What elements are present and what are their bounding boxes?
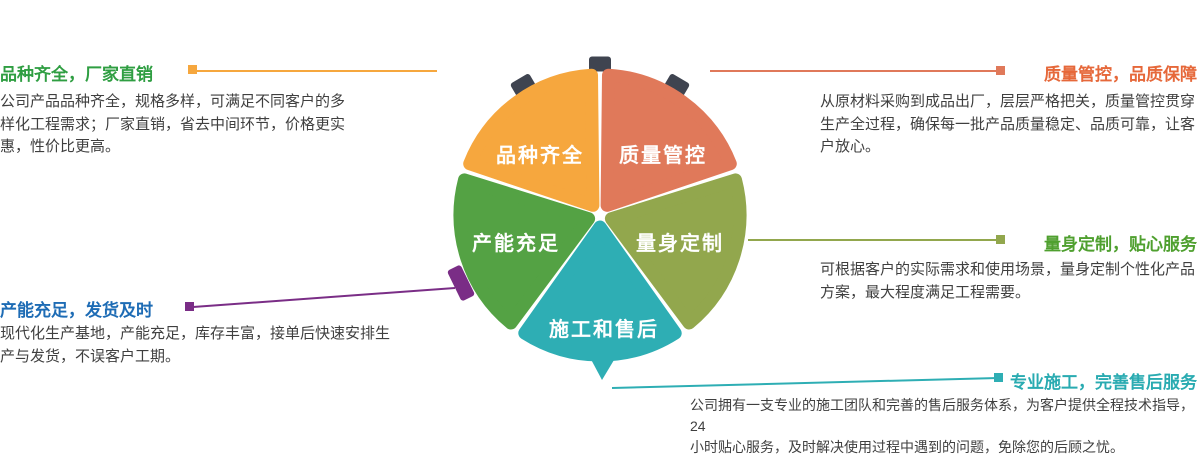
- callout-line-capacity: [192, 287, 456, 308]
- tab-top-right: [664, 74, 690, 96]
- callout-body-quality: 从原材料采购到成品出厂，层层严格把关，质量管控贯穿生产全过程，确保每一批产品质量…: [820, 93, 1196, 155]
- callout-line-construction: [611, 377, 999, 389]
- callout-square-variety: [188, 65, 197, 74]
- tab-left-purple: [447, 265, 475, 301]
- callout-title-capacity: 产能充足，发货及时: [0, 301, 153, 320]
- tab-top-left: [510, 74, 536, 96]
- petal-quality: [600, 68, 737, 212]
- callout-body-construction: 公司拥有一支专业的施工团队和完善的售后服务体系，为客户提供全程技术指导，24 小…: [690, 397, 1194, 455]
- callout-body-variety: 公司产品品种齐全，规格多样，可满足不同客户的多样化工程需求；厂家直销，省去中间环…: [0, 93, 346, 155]
- callout-title-construction: 专业施工，完善售后服务: [1010, 373, 1197, 392]
- petal-capacity: [453, 173, 596, 330]
- callout-title-custom: 量身定制，贴心服务: [1044, 235, 1197, 254]
- flower-petals: [453, 68, 747, 380]
- callout-title-variety: 品种齐全，厂家直销: [0, 65, 153, 84]
- callout-square-custom: [996, 235, 1005, 244]
- connector-tabs: [447, 56, 690, 301]
- callout-connectors: [185, 65, 1005, 389]
- callout-body-capacity: 现代化生产基地，产能充足，库存丰富，接单后快速安排生产与发货，不误客户工期。: [0, 325, 391, 365]
- callout-square-capacity: [185, 302, 194, 311]
- callout-square-construction: [994, 373, 1003, 382]
- callout-square-quality: [996, 66, 1005, 75]
- callout-title-quality: 质量管控，品质保障: [1044, 65, 1197, 84]
- petal-tail-pointer: [586, 350, 620, 380]
- petal-variety: [463, 68, 600, 212]
- petal-custom: [604, 173, 747, 330]
- tab-top-center: [589, 56, 611, 72]
- callout-body-custom: 可根据客户的实际需求和使用场景，量身定制个性化产品方案，最大程度满足工程需要。: [820, 261, 1196, 301]
